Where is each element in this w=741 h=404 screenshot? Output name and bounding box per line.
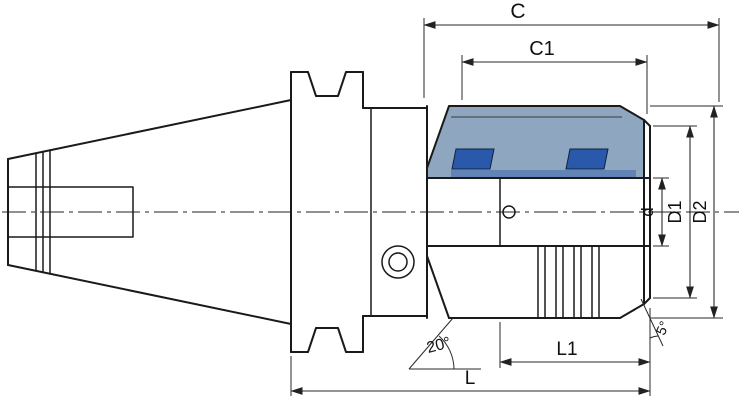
v-flange bbox=[290, 71, 372, 353]
side-screw-inner-circle bbox=[388, 252, 408, 272]
dim-label-l1: L1 bbox=[556, 339, 577, 360]
dim-label-d2: D2 bbox=[690, 200, 710, 223]
angle-20-slant-line bbox=[408, 317, 454, 370]
angle-label-5: 5° bbox=[652, 319, 672, 338]
angle-5-arc bbox=[649, 335, 659, 339]
dim-label-d: d bbox=[638, 207, 657, 216]
side-screw-outer-circle bbox=[381, 245, 415, 279]
end-chamfer-top bbox=[643, 119, 651, 127]
chuck-nose bbox=[426, 119, 651, 319]
flange-bottom-profile bbox=[290, 327, 364, 353]
dimension-lines bbox=[290, 18, 723, 396]
angle-label-20: 20° bbox=[425, 334, 453, 357]
dimension-labels: C C1 d D1 D2 L1 L 20° 5° bbox=[425, 0, 710, 389]
clamping-grooves bbox=[537, 246, 600, 318]
taper-shank bbox=[7, 99, 292, 325]
angle-20-arc bbox=[438, 335, 455, 370]
dim-label-l: L bbox=[465, 368, 476, 389]
flange-top-profile bbox=[290, 71, 364, 97]
shank-top-edge bbox=[7, 99, 292, 160]
angle-5-slant-line bbox=[640, 298, 664, 347]
end-chamfer-bottom bbox=[643, 297, 651, 305]
dim-label-d1: D1 bbox=[665, 200, 685, 223]
dim-label-c1: C1 bbox=[529, 38, 555, 60]
nut-lower-chamfer bbox=[426, 255, 450, 319]
nut-shading-strip bbox=[451, 170, 636, 177]
dim-label-c: C bbox=[510, 0, 525, 23]
set-screw-circle bbox=[502, 205, 516, 219]
drawbar-bore bbox=[8, 186, 134, 238]
wrench-slot bbox=[565, 148, 609, 170]
wrench-slot bbox=[451, 148, 495, 170]
nose-taper-bottom bbox=[619, 303, 645, 319]
shank-bottom-edge bbox=[7, 264, 292, 325]
clamping-nut bbox=[426, 105, 645, 179]
